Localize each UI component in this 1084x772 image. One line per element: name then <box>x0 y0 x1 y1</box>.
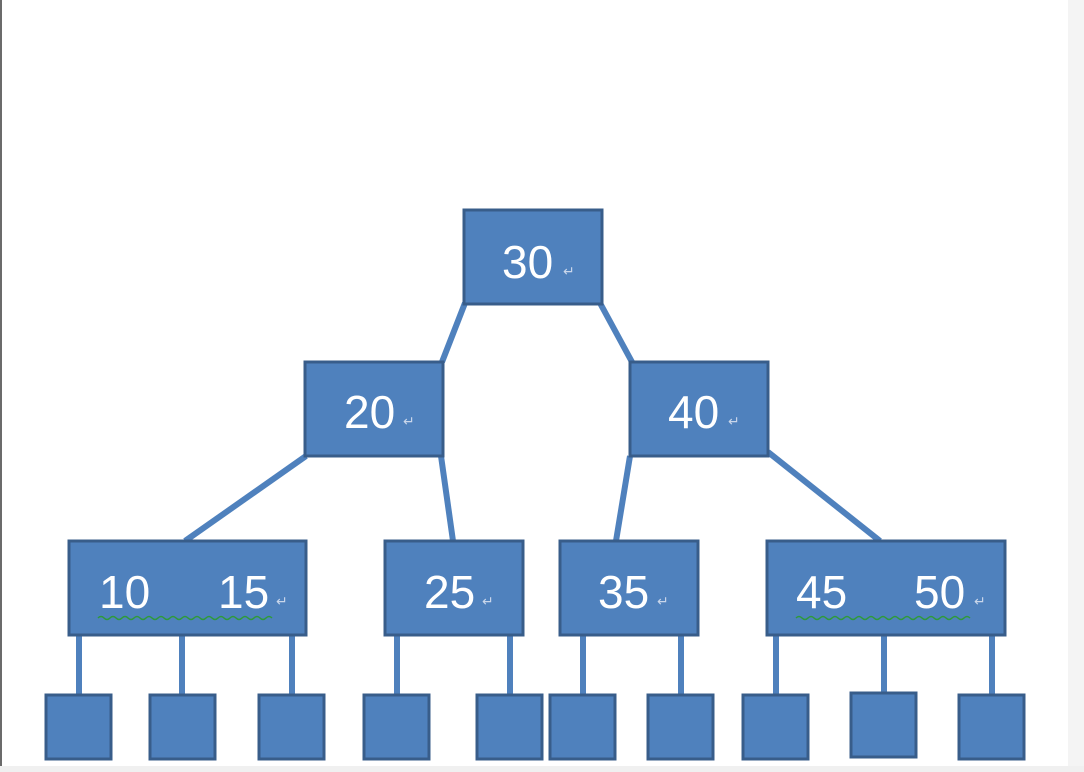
paragraph-mark: ↵ <box>657 594 669 610</box>
edge-20-10-15 <box>183 453 308 544</box>
node-45-50: 45 50 ↵ <box>765 539 1007 637</box>
leaf-node-1 <box>44 693 113 761</box>
node-35: 35 ↵ <box>558 539 700 637</box>
node-key: 30 <box>502 236 553 288</box>
leaf-node-4 <box>362 693 431 761</box>
paragraph-mark: ↵ <box>974 594 986 610</box>
leaf-node-2 <box>148 693 217 761</box>
node-key: 40 <box>668 386 719 438</box>
left-border <box>0 0 2 772</box>
edge-30-40 <box>597 301 635 364</box>
node-40: 40 ↵ <box>628 360 770 458</box>
leaf-node-7 <box>646 693 715 761</box>
paragraph-mark: ↵ <box>563 264 575 280</box>
leaf-node-6 <box>548 693 617 761</box>
leaf-node-8 <box>741 693 810 761</box>
leaf-node-3 <box>257 693 326 761</box>
node-10-15: 10 15 ↵ <box>67 539 308 637</box>
edge-30-20 <box>439 301 468 364</box>
leaf-node-9 <box>849 691 918 759</box>
node-key: 45 <box>796 566 847 618</box>
edge-40-35 <box>613 455 633 542</box>
node-root: 30 ↵ <box>462 208 604 306</box>
spellcheck-underline <box>97 615 273 621</box>
node-key: 20 <box>344 386 395 438</box>
paragraph-mark: ↵ <box>482 594 494 610</box>
node-25: 25 ↵ <box>383 539 525 637</box>
paragraph-mark: ↵ <box>403 414 415 430</box>
paragraph-mark: ↵ <box>276 594 288 610</box>
right-margin <box>1068 0 1084 772</box>
edge-20-25 <box>438 455 456 542</box>
edge-40-45-50 <box>766 449 882 544</box>
node-key: 50 <box>914 566 965 618</box>
node-key: 25 <box>424 566 475 618</box>
paragraph-mark: ↵ <box>728 414 740 430</box>
spellcheck-underline <box>795 615 971 621</box>
leaf-node-5 <box>475 693 544 761</box>
node-key: 35 <box>598 566 649 618</box>
node-key: 10 <box>99 566 150 618</box>
bottom-margin <box>0 766 1084 772</box>
node-20: 20 ↵ <box>303 360 445 458</box>
leaf-node-10 <box>957 693 1026 761</box>
node-key: 15 <box>218 566 269 618</box>
